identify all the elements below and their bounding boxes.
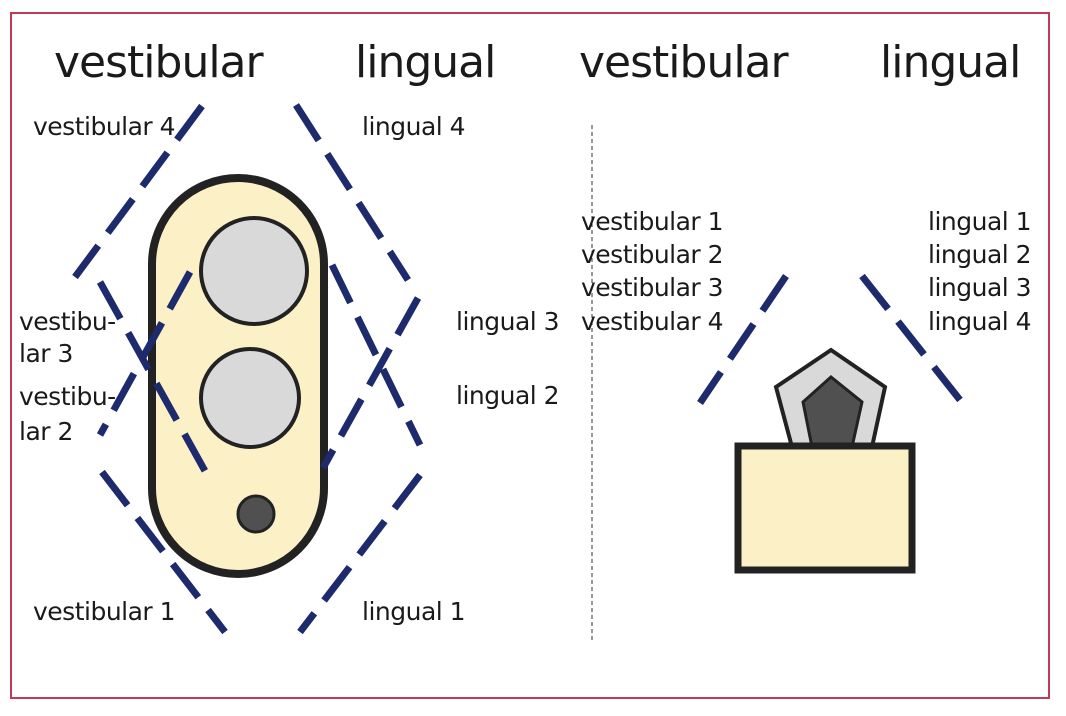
implant-small-dot: [236, 494, 276, 534]
right-header-lingual: lingual: [880, 37, 1020, 88]
right-header-vestibular: vestibular: [579, 37, 790, 88]
line-lingual-1: [297, 472, 423, 635]
line-lingual-3: [328, 263, 424, 447]
left-header-lingual: lingual: [355, 37, 495, 88]
line-vestibular-1: [99, 469, 228, 635]
label-vestibular-2-line2: lar 2: [19, 417, 73, 446]
implant-circle-top: [199, 216, 309, 326]
line-vestibular-2: [96, 270, 194, 437]
right-label-vestibular-4: vestibular 4: [581, 307, 723, 336]
line-vestibular-3: [96, 280, 214, 482]
label-lingual-3: lingual 3: [456, 307, 559, 336]
label-vestibular-2-line1: vestibu-: [19, 382, 116, 411]
line-lingual-4: [293, 103, 411, 282]
right-label-vestibular-1: vestibular 1: [581, 207, 723, 236]
label-vestibular-4: vestibular 4: [33, 112, 175, 141]
label-lingual-2: lingual 2: [456, 381, 559, 410]
outer-frame: [10, 12, 1050, 699]
right-label-lingual-3: lingual 3: [928, 273, 1031, 302]
right-line-lingual: [859, 273, 963, 403]
line-lingual-2: [319, 296, 422, 470]
right-line-vestibular: [697, 274, 789, 405]
label-lingual-1: lingual 1: [362, 597, 465, 626]
right-label-lingual-1: lingual 1: [928, 207, 1031, 236]
label-vestibular-3-line2: lar 3: [19, 339, 73, 368]
implant-block: [734, 442, 916, 574]
label-lingual-4: lingual 4: [362, 112, 465, 141]
line-vestibular-4: [72, 103, 205, 280]
right-label-lingual-4: lingual 4: [928, 307, 1031, 336]
left-header-vestibular: vestibular: [54, 37, 265, 88]
label-vestibular-3-line1: vestibu-: [19, 307, 116, 336]
right-label-vestibular-3: vestibular 3: [581, 273, 723, 302]
label-vestibular-1: vestibular 1: [33, 597, 175, 626]
right-label-vestibular-2: vestibular 2: [581, 240, 723, 269]
right-label-lingual-2: lingual 2: [928, 240, 1031, 269]
implant-circle-middle: [199, 347, 301, 449]
